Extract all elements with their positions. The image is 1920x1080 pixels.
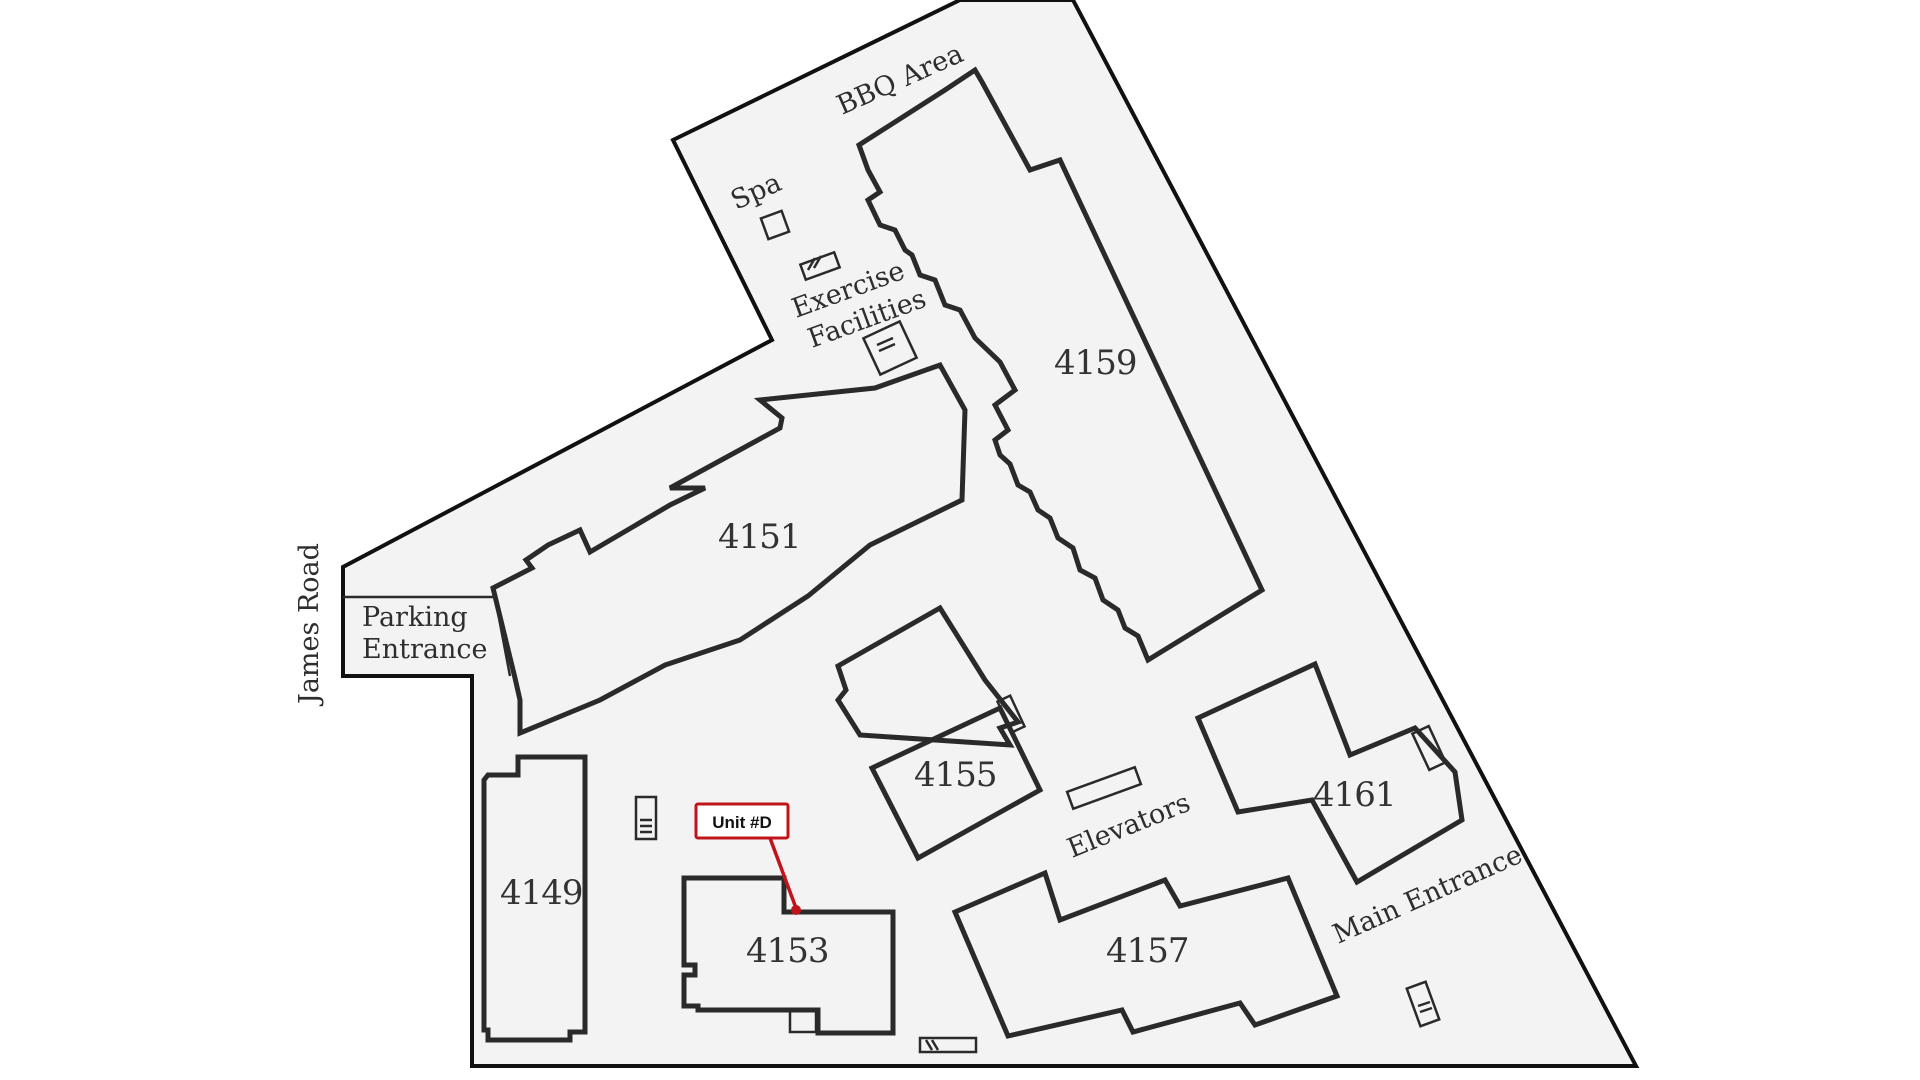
unit-location-marker xyxy=(791,905,801,915)
building-4161-notch xyxy=(1410,724,1448,772)
building-4151[interactable] xyxy=(490,361,968,737)
unit-callout-box xyxy=(694,802,790,840)
elevator-icon xyxy=(1065,765,1143,811)
building-4157[interactable] xyxy=(951,869,1341,1039)
building-4155-notch xyxy=(995,693,1027,735)
parking-entrance-label-line1: Parking xyxy=(362,602,468,633)
building-4159[interactable] xyxy=(855,66,1266,664)
spa-pool-icon xyxy=(759,209,791,241)
building-4155-upper[interactable] xyxy=(834,604,1023,748)
james-road-label: James Road xyxy=(294,543,325,707)
building-4149[interactable] xyxy=(481,754,588,1043)
building-number-4153: 4153 xyxy=(746,931,829,971)
building-number-4157: 4157 xyxy=(1106,931,1189,971)
stair-icon xyxy=(1405,980,1441,1028)
parking-entrance-label-line2: Entrance xyxy=(362,634,487,665)
stair-icon xyxy=(634,795,658,841)
stair-icon xyxy=(861,319,919,377)
unit-callout[interactable]: Unit #D xyxy=(694,802,801,915)
unit-callout-label: Unit #D xyxy=(712,813,772,832)
building-number-4159: 4159 xyxy=(1054,343,1137,383)
building-number-4155: 4155 xyxy=(914,755,997,795)
building-4161[interactable] xyxy=(1194,660,1465,886)
building-4153[interactable] xyxy=(681,875,896,1036)
building-number-4149: 4149 xyxy=(500,873,583,913)
stair-icon xyxy=(918,1036,978,1054)
building-number-4161: 4161 xyxy=(1313,775,1396,815)
building-number-4151: 4151 xyxy=(718,517,801,557)
building-4153-notch xyxy=(788,1008,818,1034)
unit-callout-leader xyxy=(768,837,798,909)
building-4155-lower[interactable] xyxy=(868,704,1044,862)
stair-icon xyxy=(798,250,842,282)
